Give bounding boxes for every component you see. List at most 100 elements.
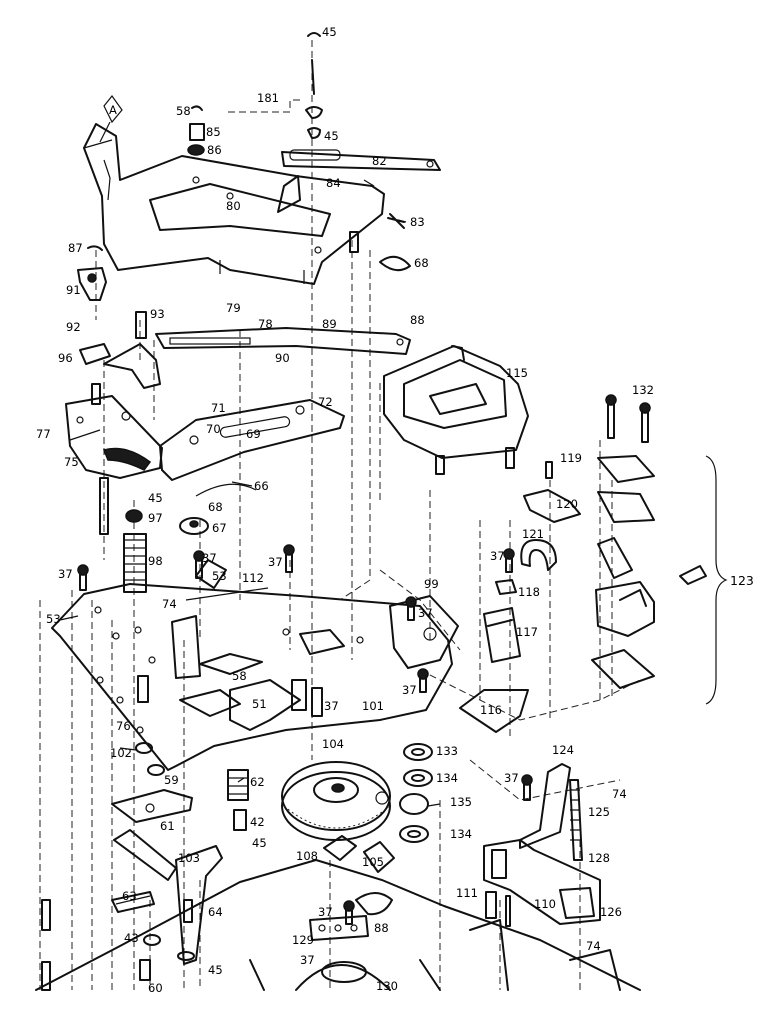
callout-97: 97: [148, 511, 163, 525]
flag-a: A: [99, 95, 123, 143]
callout-89: 89: [322, 317, 337, 331]
callout-132: 132: [632, 383, 654, 397]
callout-124: 124: [552, 743, 574, 757]
callout-120: 120: [556, 497, 578, 511]
callout-181: 181: [257, 91, 279, 105]
callout-76: 76: [116, 719, 131, 733]
callout-108: 108: [296, 849, 318, 863]
callout-133: 133: [436, 744, 458, 758]
bracket-115: [383, 345, 529, 475]
callout-74: 74: [162, 597, 177, 611]
callout-61: 61: [160, 819, 175, 833]
callout-99: 99: [424, 577, 439, 591]
callout-68: 87: [68, 241, 83, 255]
callout-37: 37: [268, 555, 283, 569]
callout-60: 60: [148, 981, 163, 995]
bottom-chassis: [35, 835, 641, 991]
callout-126: 126: [600, 905, 622, 919]
callout-86: 86: [207, 143, 222, 157]
parts-116-121: [459, 461, 581, 733]
brace-123: 123: [705, 455, 754, 705]
callout-134: 134: [450, 827, 472, 841]
callout-67: 67: [212, 521, 227, 535]
callout-74: 74: [612, 787, 627, 801]
arm-96: [79, 343, 161, 389]
callout-130: 130: [376, 979, 398, 993]
slide-89: [135, 311, 411, 355]
knob-91: [77, 267, 107, 301]
callout-128: 128: [588, 851, 610, 865]
callout-45: 45: [322, 25, 337, 39]
callout-45: 45: [324, 129, 339, 143]
callout-62: 62: [250, 775, 265, 789]
callout-104: 104: [322, 737, 344, 751]
callout-111: 111: [456, 886, 478, 900]
lever-82: [281, 149, 441, 171]
callout-135: 135: [450, 795, 472, 809]
callout-79: 79: [226, 301, 241, 315]
callout-134: 134: [436, 771, 458, 785]
callout-80: 80: [226, 199, 241, 213]
callout-82: 82: [372, 154, 387, 168]
callout-105: 105: [362, 855, 384, 869]
gear-104: [281, 761, 391, 841]
callout-58: 58: [176, 104, 191, 118]
callout-43: 43: [124, 931, 139, 945]
callout-77: 77: [36, 427, 51, 441]
callout-90: 90: [275, 351, 290, 365]
callout-37: 37: [402, 683, 417, 697]
mechanism-plate-80: [83, 123, 385, 285]
callout-37: 37: [318, 905, 333, 919]
callout-37: 37: [58, 567, 73, 581]
callout-121: 121: [522, 527, 544, 541]
washers-133-135: [399, 743, 433, 843]
callout-103: 103: [178, 851, 200, 865]
callout-42: 42: [250, 815, 265, 829]
callout-70: 70: [206, 422, 221, 436]
small-parts-top: [87, 32, 411, 272]
assembly-123: [591, 394, 707, 689]
brace-123-label: 123: [730, 573, 754, 588]
callout-83: 83: [410, 215, 425, 229]
callout-37: 37: [300, 953, 315, 967]
callout-125: 125: [588, 805, 610, 819]
callout-88: 88: [410, 313, 425, 327]
callout-58: 58: [232, 669, 247, 683]
callout-45: 45: [208, 963, 223, 977]
callout-93: 93: [150, 307, 165, 321]
callout-117: 117: [516, 625, 538, 639]
plate-75: [65, 383, 163, 535]
callout-115: 115: [506, 366, 528, 380]
callout-78: 78: [258, 317, 273, 331]
callout-88: 88: [374, 921, 389, 935]
callout-110: 110: [534, 897, 556, 911]
callout-129: 129: [292, 933, 314, 947]
springs-posts: [77, 509, 533, 925]
callout-63: 63: [122, 889, 137, 903]
callout-85: 85: [206, 125, 221, 139]
callout-118: 118: [518, 585, 540, 599]
callout-102: 102: [110, 746, 132, 760]
callout-37: 37: [324, 699, 339, 713]
callout-87: 68: [414, 256, 429, 270]
callout-75: 75: [64, 455, 79, 469]
callout-92: 92: [66, 320, 81, 334]
callout-69: 69: [246, 427, 261, 441]
callout-98: 98: [148, 554, 163, 568]
callout-59: 59: [164, 773, 179, 787]
callout-45: 45: [148, 491, 163, 505]
callout-51: 51: [252, 697, 267, 711]
callout-53: 53: [46, 612, 61, 626]
plate-69: [159, 399, 345, 481]
callout-96: 96: [58, 351, 73, 365]
callout-112: 112: [242, 571, 264, 585]
flag-a-label: A: [109, 103, 117, 117]
callout-72: 72: [318, 395, 333, 409]
callout-71: 71: [211, 401, 226, 415]
leader-ticks: [59, 179, 441, 807]
callout-37: 37: [504, 771, 519, 785]
parts-66-67: [179, 483, 257, 535]
callout-116: 116: [480, 703, 502, 717]
callout-37: 37: [202, 551, 217, 565]
